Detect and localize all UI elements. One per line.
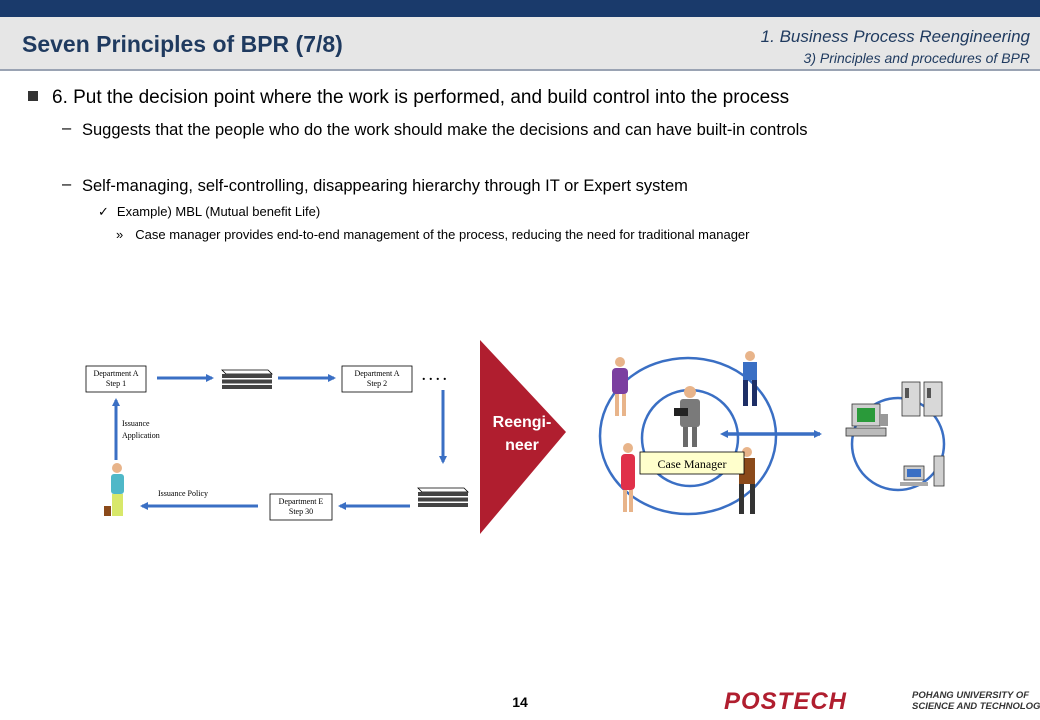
dept-e-step30-box: Department E Step 30 <box>269 493 333 521</box>
dept-a-step2-box: Department A Step 2 <box>341 365 413 393</box>
checkmark-icon: ✓ <box>98 204 109 219</box>
dept-e-step30-label: Department E <box>279 497 324 506</box>
team-member-icon <box>621 443 635 512</box>
issuance-label: Issuance <box>122 419 150 428</box>
sub-point-2: – Self-managing, self-controlling, disap… <box>62 175 962 197</box>
team-member-icon <box>743 351 757 406</box>
header-band <box>0 17 1040 69</box>
case-manager-person-icon <box>674 386 700 447</box>
case-manager-label: Case Manager <box>658 457 727 471</box>
dept-a-step1-box: Department A Step 1 <box>85 365 147 393</box>
example-detail-line: » Case manager provides end-to-end manage… <box>116 227 750 242</box>
main-point: 6. Put the decision point where the work… <box>28 87 789 109</box>
team-member-icon <box>612 357 628 416</box>
dept-a-step2-sublabel: Step 2 <box>367 379 387 388</box>
case-manager-box: Case Manager <box>639 451 745 475</box>
process-diagram: Department A Step 1 Department A Step 2 … <box>85 340 946 534</box>
computer-terminal-icon <box>845 403 888 437</box>
example-detail-text: Case manager provides end-to-end managem… <box>135 227 750 242</box>
page-number: 14 <box>512 694 528 710</box>
postech-logo: POSTECH POHANG UNIVERSITY OF SCIENCE AND… <box>724 688 1040 716</box>
server-cabinet-icon <box>901 381 943 417</box>
example-text: Example) MBL (Mutual benefit Life) <box>116 204 321 219</box>
document-stack-icon <box>221 369 273 389</box>
example-line: ✓ Example) MBL (Mutual benefit Life) <box>98 204 320 220</box>
top-bar <box>0 0 1040 17</box>
reengineer-arrow: Reengi- neer <box>480 340 566 534</box>
logo-wordmark: POSTECH <box>724 688 848 715</box>
reengineer-label-1: Reengi- <box>493 414 552 431</box>
main-point-text: 6. Put the decision point where the work… <box>52 87 790 108</box>
dept-a-step1-sublabel: Step 1 <box>106 379 126 388</box>
issuance-policy-label: Issuance Policy <box>158 489 208 498</box>
dash-bullet-icon: – <box>62 175 72 193</box>
dept-a-step1-label: Department A <box>93 369 138 378</box>
logo-subtitle-line1: POHANG UNIVERSITY OF <box>912 690 1030 701</box>
customer-person-icon <box>104 463 124 516</box>
dept-a-step2-label: Department A <box>354 369 399 378</box>
reengineer-label-2: neer <box>505 437 539 454</box>
ellipsis-text: . . . . <box>422 369 447 384</box>
breadcrumb-subsection: 3) Principles and procedures of BPR <box>803 50 1030 66</box>
application-label: Application <box>122 431 160 440</box>
dept-e-step30-sublabel: Step 30 <box>289 507 313 516</box>
logo-subtitle-line2: SCIENCE AND TECHNOLOGY <box>912 701 1040 712</box>
document-stack-icon <box>417 487 469 507</box>
page-title: Seven Principles of BPR (7/8) <box>22 31 343 57</box>
breadcrumb-section: 1. Business Process Reengineering <box>760 27 1030 46</box>
header-divider <box>0 69 1040 71</box>
chevron-bullet-icon: » <box>116 227 124 242</box>
logo-subtitle: POHANG UNIVERSITY OF SCIENCE AND TECHNOL… <box>912 690 1040 712</box>
pc-workstation-icon <box>900 455 945 487</box>
dash-bullet-icon: – <box>62 119 72 137</box>
sub-point-1: – Suggests that the people who do the wo… <box>62 119 962 141</box>
it-system-circle <box>850 396 946 492</box>
square-bullet-icon <box>28 91 38 101</box>
sub-point-1-text: Suggests that the people who do the work… <box>82 121 808 139</box>
sub-point-2-text: Self-managing, self-controlling, disappe… <box>82 177 688 195</box>
